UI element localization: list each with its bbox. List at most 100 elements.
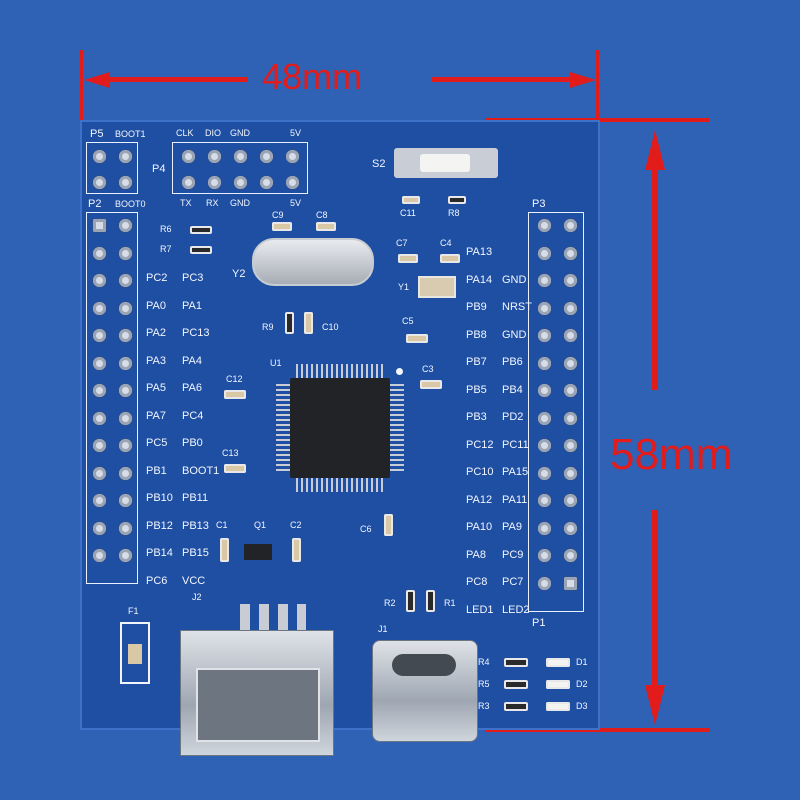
pin-label: PA5 — [146, 382, 166, 394]
header-hole — [260, 150, 273, 163]
cap-c8 — [316, 222, 336, 231]
cap-c5 — [406, 334, 428, 343]
pin-label: PA6 — [182, 382, 202, 394]
usb-a-opening — [196, 668, 320, 742]
mcu-pins-bottom — [296, 478, 384, 492]
header-hole — [564, 549, 577, 562]
pin-label: LED2 — [502, 603, 530, 616]
pin-label: PA7 — [146, 409, 166, 422]
fuse-body — [128, 644, 142, 664]
header-hole — [538, 466, 551, 480]
label-r9: R9 — [262, 322, 274, 332]
header-hole — [93, 521, 106, 535]
pin1-dot — [396, 368, 403, 375]
label-c5: C5 — [402, 316, 414, 326]
pin-label: PC8 — [466, 576, 488, 588]
pin-label: PB14 — [146, 547, 173, 559]
header-p2 — [86, 212, 138, 584]
led-d3 — [546, 702, 570, 711]
cap-c4 — [440, 254, 460, 263]
pin-label: PB3 — [466, 411, 487, 423]
res-r8 — [448, 196, 466, 204]
header-hole — [234, 150, 247, 163]
header-hole — [119, 219, 132, 232]
crystal-y2 — [252, 238, 374, 286]
header-hole — [564, 301, 577, 315]
cap-c7 — [398, 254, 418, 263]
reset-switch-button — [420, 154, 470, 172]
usb-c-opening — [392, 654, 456, 676]
header-hole — [538, 301, 551, 315]
label-p4: P4 — [152, 163, 166, 175]
label-c9: C9 — [272, 210, 284, 220]
pin-label: PC12 — [466, 438, 494, 451]
pin-label: PB13 — [182, 519, 209, 532]
led-d2 — [546, 680, 570, 689]
header-hole — [119, 329, 132, 342]
label-p1: P1 — [532, 617, 546, 629]
height-arrow-top — [645, 130, 665, 170]
header-hole — [93, 494, 106, 507]
pin-label: PA13 — [466, 246, 493, 258]
label-r6: R6 — [160, 224, 172, 234]
res-r2 — [406, 590, 415, 612]
label-5v-bot: 5V — [290, 198, 302, 208]
label-y2: Y2 — [232, 268, 246, 280]
label-c12: C12 — [226, 374, 243, 384]
cap-c10 — [304, 312, 313, 334]
label-c13: C13 — [222, 448, 239, 458]
pin-label: BOOT1 — [182, 464, 220, 477]
width-arrow-right — [570, 72, 596, 88]
cap-c12 — [224, 390, 246, 399]
res-r6 — [190, 226, 212, 234]
pin-label: LED1 — [466, 603, 494, 616]
header-hole — [93, 411, 106, 425]
label-rx: RX — [206, 198, 219, 208]
header-hole — [182, 150, 195, 163]
header-hole — [119, 439, 132, 452]
label-p2: P2 — [88, 198, 102, 210]
header-hole — [119, 176, 132, 189]
pin-label: PB12 — [146, 519, 173, 532]
label-c3: C3 — [422, 364, 434, 374]
header-hole — [93, 274, 106, 287]
mcu-pins-left — [276, 384, 290, 472]
res-r3 — [504, 702, 528, 711]
pin-label: PB7 — [466, 356, 487, 368]
header-hole — [564, 219, 577, 232]
header-hole — [119, 521, 132, 535]
pin-label: PC6 — [146, 574, 168, 587]
pin-label: PA15 — [502, 466, 529, 478]
header-hole — [564, 356, 577, 370]
header-hole — [93, 150, 106, 163]
pin-label: PC4 — [182, 409, 204, 422]
pin-label: VCC — [182, 574, 206, 587]
header-hole — [119, 150, 132, 163]
pin-label: PA3 — [146, 354, 166, 367]
label-c6: C6 — [360, 524, 372, 534]
header-hole — [93, 384, 106, 397]
label-j1: J1 — [378, 624, 388, 634]
pin-label: PC7 — [502, 576, 524, 588]
header-hole — [119, 301, 132, 315]
res-r1 — [426, 590, 435, 612]
header-hole — [538, 549, 551, 562]
header-hole — [93, 329, 106, 342]
cap-c6 — [384, 514, 393, 536]
pin-label: PC10 — [466, 466, 494, 478]
header-hole — [564, 411, 577, 425]
header-hole — [564, 576, 577, 590]
led-d1 — [546, 658, 570, 667]
label-c7: C7 — [396, 238, 408, 248]
header-hole — [93, 301, 106, 315]
label-j2: J2 — [192, 592, 202, 602]
label-d3: D3 — [576, 701, 588, 711]
header-hole — [538, 356, 551, 370]
pin-label: PA11 — [502, 493, 528, 506]
label-r8: R8 — [448, 208, 460, 218]
res-r9 — [285, 312, 294, 334]
pin-label: PD2 — [502, 411, 524, 423]
header-hole — [119, 494, 132, 507]
pin-label: PA2 — [146, 327, 166, 339]
